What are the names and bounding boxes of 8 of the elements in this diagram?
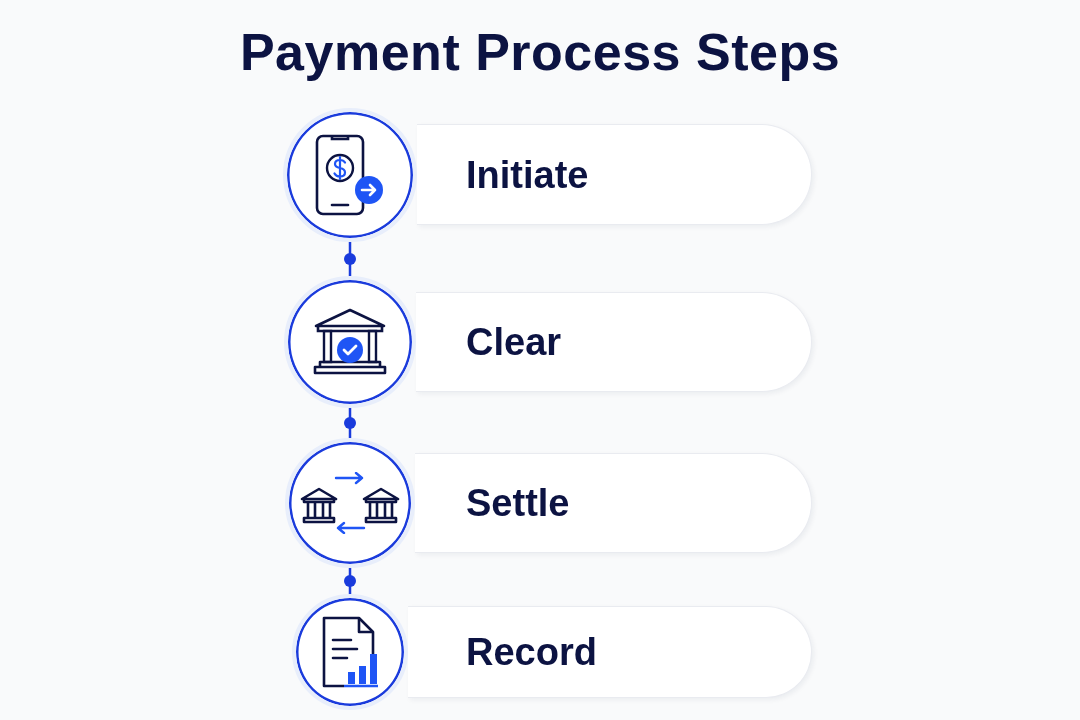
title: Payment Process Steps (239, 23, 841, 81)
connector-line (348, 242, 352, 276)
step-label: Record (466, 630, 597, 675)
step-label: Initiate (466, 152, 589, 198)
connector-line (348, 568, 352, 594)
step-label: Settle (466, 481, 570, 526)
connector-line (348, 408, 352, 438)
step-label: Clear (466, 320, 562, 365)
